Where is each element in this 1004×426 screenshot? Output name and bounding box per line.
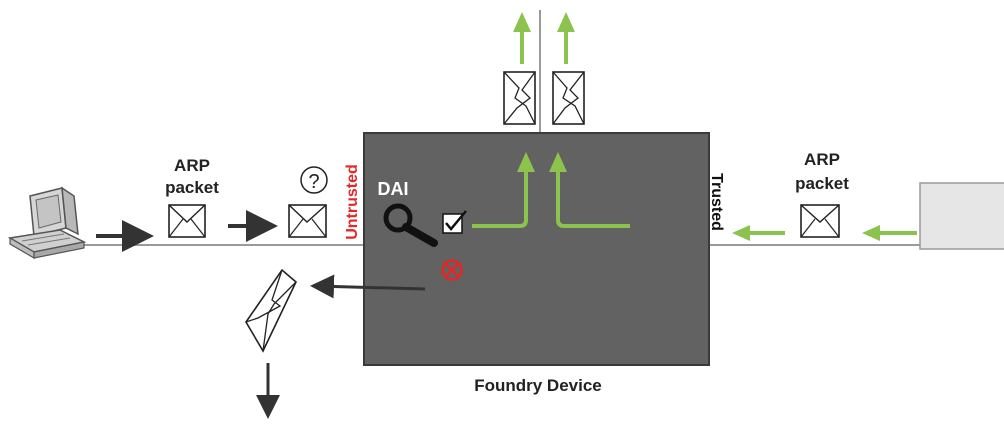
torn-envelope-icon [503,71,536,125]
forwarded-arrow-left [513,12,531,64]
question-mark: ? [308,171,319,193]
computer-icon [7,186,87,260]
envelope-icon [168,204,206,238]
foundry-device-box [363,132,710,366]
untrusted-port-label: Untrusted [344,164,361,240]
torn-envelope-icon [552,71,585,125]
forwarded-arrow-right [557,12,575,64]
dropped-envelope-icon [245,268,297,353]
magnifier-icon [383,203,438,247]
right-packet-label-line2: packet [795,174,849,193]
envelope-icon [800,204,840,238]
arrow-server-to-packet [862,225,917,241]
question-envelope-icon [288,204,327,238]
checkbox-icon [442,210,467,234]
arrow-rejected-out [310,274,426,299]
server-icon [919,182,1004,250]
arrow-packet-to-device-trusted [732,225,785,241]
right-packet-label-line1: ARP [804,150,840,169]
question-icon: ? [300,166,328,194]
forward-path [472,152,630,228]
left-packet-label-line2: packet [165,178,219,197]
reject-icon [441,259,463,281]
device-label: Foundry Device [474,376,602,395]
trusted-port-label: Trusted [708,173,725,231]
dai-label: DAI [378,179,409,199]
left-packet-label-line1: ARP [174,156,210,175]
